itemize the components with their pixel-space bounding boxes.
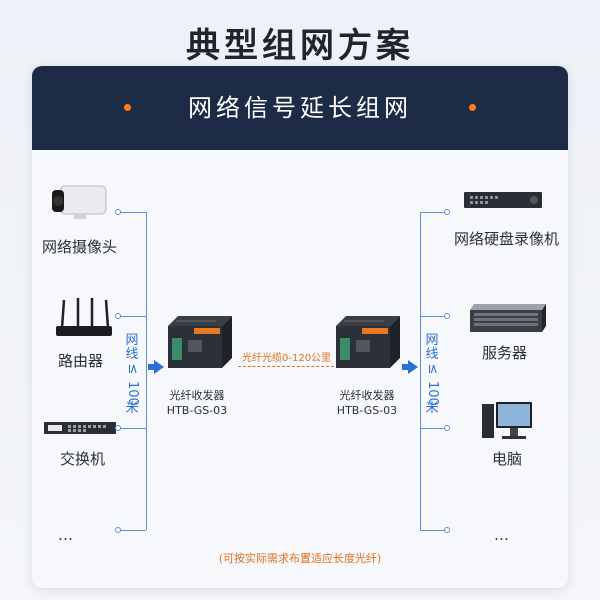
cable-label-text: 网线 — [125, 333, 139, 362]
right-node-more — [444, 527, 450, 533]
cable-label-text-right: 网线 — [425, 333, 439, 362]
fiber-label: 光纤光缆0-120公里 — [242, 353, 332, 364]
banner-dot-left — [124, 104, 131, 111]
right-arrow-icon — [408, 360, 418, 374]
left-arrow-stem — [148, 364, 156, 370]
nvr-icon — [464, 192, 542, 208]
cable-label-unit-right: 米 — [425, 401, 439, 416]
right-device-label-more: … — [494, 526, 509, 544]
right-tick-computer — [420, 428, 446, 429]
diagram-card: 网络信号延长组网 网络摄像头 路由器 交换机 … — [32, 66, 568, 588]
left-tick-camera — [118, 212, 146, 213]
converter-right-caption: 光纤收发器 HTB-GS-03 — [322, 388, 412, 418]
page-title: 典型组网方案 — [186, 26, 414, 66]
right-node-server — [444, 313, 450, 319]
banner-dot-right — [469, 104, 476, 111]
right-tick-server — [420, 316, 446, 317]
converter-left-icon — [168, 316, 232, 368]
converter-right-model: HTB-GS-03 — [336, 404, 398, 417]
right-device-label-nvr: 网络硬盘录像机 — [454, 230, 560, 248]
right-device-label-server: 服务器 — [482, 344, 528, 362]
left-node-router — [115, 313, 121, 319]
left-device-label-camera: 网络摄像头 — [42, 238, 118, 256]
server-icon — [470, 304, 546, 332]
right-cable-label: 网线 ≤ 100 米 — [424, 334, 440, 416]
cable-label-symbol: ≤ — [125, 363, 140, 375]
right-bracket-line — [420, 212, 421, 530]
left-node-switch — [115, 425, 121, 431]
router-icon — [56, 298, 112, 336]
left-bracket-line — [146, 212, 147, 530]
switch-icon — [44, 422, 116, 434]
converter-right-icon — [336, 316, 400, 368]
converter-left-name: 光纤收发器 — [169, 389, 225, 402]
banner: 网络信号延长组网 — [32, 66, 568, 150]
right-device-label-computer: 电脑 — [492, 450, 523, 468]
banner-title: 网络信号延长组网 — [188, 94, 412, 122]
fiber-line — [238, 366, 334, 367]
converter-left-model: HTB-GS-03 — [166, 404, 228, 417]
left-device-label-switch: 交换机 — [60, 450, 106, 468]
left-tick-more — [118, 530, 146, 531]
left-arrow-icon — [154, 360, 164, 374]
cable-label-unit: 米 — [125, 401, 139, 416]
right-node-nvr — [444, 209, 450, 215]
converter-right-name: 光纤收发器 — [339, 389, 395, 402]
fiber-note: (可按实际需求布置适应长度光纤) — [218, 552, 382, 565]
left-cable-label: 网线 ≤ 100 米 — [124, 334, 140, 416]
left-device-label-router: 路由器 — [58, 352, 104, 370]
right-node-computer — [444, 425, 450, 431]
right-arrow-stem — [402, 364, 410, 370]
cable-label-length: 100 — [125, 381, 140, 406]
camera-icon — [52, 185, 107, 219]
cable-label-length-right: 100 — [425, 381, 440, 406]
right-tick-nvr — [420, 212, 446, 213]
converter-left-caption: 光纤收发器 HTB-GS-03 — [152, 388, 242, 418]
cable-label-symbol-right: ≤ — [425, 363, 440, 375]
left-device-label-more: … — [58, 526, 73, 544]
left-node-camera — [115, 209, 121, 215]
left-tick-switch — [118, 428, 146, 429]
right-tick-more — [420, 530, 446, 531]
computer-icon — [482, 402, 532, 439]
left-tick-router — [118, 316, 146, 317]
left-node-more — [115, 527, 121, 533]
